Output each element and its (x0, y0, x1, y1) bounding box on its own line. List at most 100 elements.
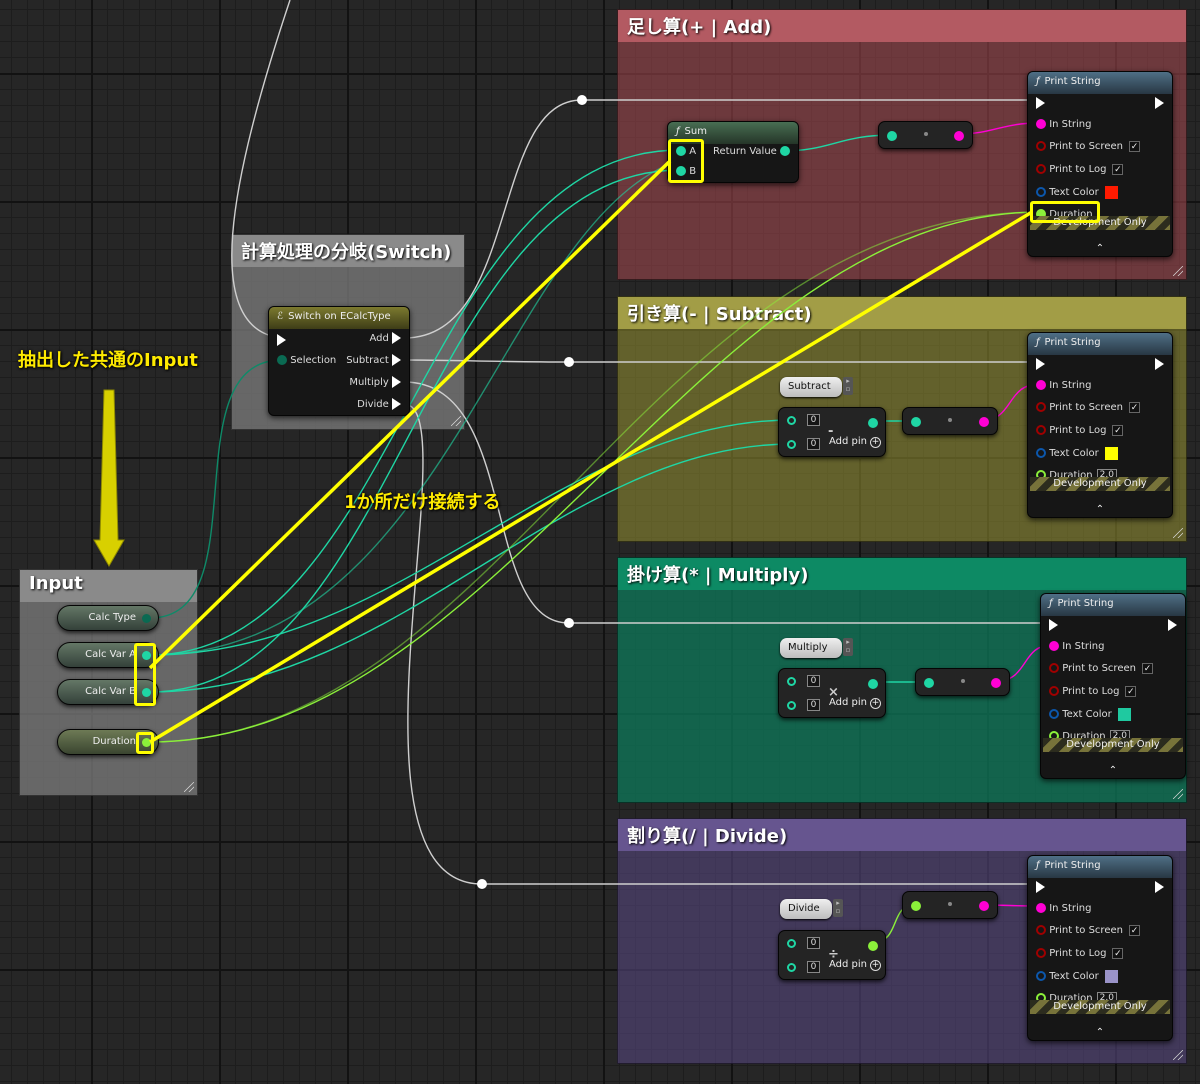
color-swatch[interactable] (1104, 446, 1118, 460)
resize-grip-icon[interactable] (1173, 789, 1183, 799)
int-pin-icon[interactable] (676, 146, 686, 156)
checkbox[interactable]: ✓ (1112, 163, 1124, 175)
exec-out-pin-icon[interactable] (1168, 619, 1177, 631)
print-to-log-row[interactable]: Print to Log✓ (1036, 946, 1124, 962)
text-color-row[interactable]: Text Color (1036, 185, 1118, 201)
int-pin-icon[interactable] (780, 146, 790, 156)
node-comment-bubble[interactable]: Subtract (780, 377, 842, 397)
exec-pin-icon[interactable] (392, 354, 401, 366)
sum-pin-a[interactable]: A (676, 144, 696, 160)
print-to-screen-row[interactable]: Print to Screen✓ (1036, 139, 1140, 155)
bool-pin-icon[interactable] (1036, 948, 1046, 958)
switch-out-divide[interactable]: Divide (357, 397, 401, 413)
resize-grip-icon[interactable] (1173, 528, 1183, 538)
switch-exec-in[interactable] (277, 333, 286, 349)
var-calc-var-a[interactable]: Calc Var A (57, 642, 159, 668)
exec-pin-icon[interactable] (392, 332, 401, 344)
print-to-screen-row[interactable]: Print to Screen✓ (1049, 661, 1153, 677)
bool-pin-icon[interactable] (1049, 663, 1059, 673)
conversion-node[interactable] (902, 891, 998, 919)
resize-grip-icon[interactable] (1173, 266, 1183, 276)
var-calc-type[interactable]: Calc Type (57, 605, 159, 631)
color-pin-icon[interactable] (1036, 448, 1046, 458)
color-swatch[interactable] (1104, 185, 1118, 199)
color-pin-icon[interactable] (1036, 971, 1046, 981)
color-pin-icon[interactable] (1049, 709, 1059, 719)
print-to-screen-row[interactable]: Print to Screen✓ (1036, 400, 1140, 416)
print-exec-in[interactable] (1036, 357, 1045, 373)
bool-pin-icon[interactable] (1036, 141, 1046, 151)
add-pin-button[interactable]: Add pin+ (829, 959, 882, 971)
value-a-input[interactable]: 0 (807, 675, 820, 687)
bubble-pin-icon[interactable]: ▸▫ (843, 638, 853, 656)
switch-out-add[interactable]: Add (369, 331, 401, 347)
print-to-screen-row[interactable]: Print to Screen✓ (1036, 923, 1140, 939)
conversion-node[interactable] (915, 668, 1010, 696)
int-pin-icon[interactable] (787, 677, 796, 686)
exec-out-pin-icon[interactable] (1155, 881, 1164, 893)
bool-pin-icon[interactable] (1036, 425, 1046, 435)
int-pin-icon[interactable] (924, 678, 934, 688)
real-pin-icon[interactable] (911, 901, 921, 911)
int-pin-icon[interactable] (868, 418, 878, 428)
advanced-footer[interactable]: Development Only⌃ (1028, 477, 1172, 517)
advanced-footer[interactable]: Development Only⌃ (1028, 216, 1172, 256)
checkbox[interactable]: ✓ (1125, 685, 1137, 697)
real-pin-icon[interactable] (868, 941, 878, 951)
string-pin-icon[interactable] (1049, 641, 1059, 651)
int-pin-icon[interactable] (911, 417, 921, 427)
text-color-row[interactable]: Text Color (1049, 707, 1131, 723)
bubble-pin-icon[interactable]: ▸▫ (843, 377, 853, 395)
int-pin-icon[interactable] (787, 963, 796, 972)
print-exec-out[interactable] (1155, 357, 1164, 373)
string-pin-icon[interactable] (979, 417, 989, 427)
multiply-node[interactable]: 0 0 × Add pin+ (778, 668, 886, 718)
string-pin-icon[interactable] (979, 901, 989, 911)
print-exec-in[interactable] (1036, 880, 1045, 896)
color-pin-icon[interactable] (1036, 187, 1046, 197)
print-to-log-row[interactable]: Print to Log✓ (1036, 423, 1124, 439)
checkbox[interactable]: ✓ (1128, 401, 1140, 413)
text-color-row[interactable]: Text Color (1036, 969, 1118, 985)
value-b-input[interactable]: 0 (807, 699, 820, 711)
checkbox[interactable]: ✓ (1128, 140, 1140, 152)
print-to-log-row[interactable]: Print to Log✓ (1036, 162, 1124, 178)
value-a-input[interactable]: 0 (807, 937, 820, 949)
enum-pin-icon[interactable] (277, 355, 287, 365)
in-string-row[interactable]: In String (1049, 639, 1105, 655)
in-string-row[interactable]: In String (1036, 901, 1092, 917)
exec-out-pin-icon[interactable] (1155, 358, 1164, 370)
text-color-row[interactable]: Text Color (1036, 446, 1118, 462)
bubble-pin-icon[interactable]: ▸▫ (833, 899, 843, 917)
exec-pin-icon[interactable] (277, 334, 286, 346)
bool-pin-icon[interactable] (1049, 686, 1059, 696)
node-comment-bubble[interactable]: Divide (780, 899, 832, 919)
chevron-up-icon[interactable]: ⌃ (1095, 1027, 1105, 1038)
advanced-footer[interactable]: Development Only⌃ (1041, 738, 1185, 778)
string-pin-icon[interactable] (991, 678, 1001, 688)
color-swatch[interactable] (1117, 707, 1131, 721)
chevron-up-icon[interactable]: ⌃ (1095, 243, 1105, 254)
in-string-row[interactable]: In String (1036, 117, 1092, 133)
switch-selection-row[interactable]: Selection (277, 353, 336, 369)
exec-pin-icon[interactable] (1036, 97, 1045, 109)
print-exec-in[interactable] (1049, 618, 1058, 634)
divide-node[interactable]: 0 0 ÷ Add pin+ (778, 930, 886, 980)
node-comment-bubble[interactable]: Multiply (780, 638, 842, 658)
resize-grip-icon[interactable] (451, 416, 461, 426)
value-b-input[interactable]: 0 (807, 961, 820, 973)
int-pin-icon[interactable] (142, 688, 151, 697)
exec-pin-icon[interactable] (1049, 619, 1058, 631)
string-pin-icon[interactable] (1036, 903, 1046, 913)
conversion-node[interactable] (878, 121, 973, 149)
checkbox[interactable]: ✓ (1141, 662, 1153, 674)
int-pin-icon[interactable] (887, 131, 897, 141)
print-exec-out[interactable] (1155, 880, 1164, 896)
real-pin-icon[interactable] (142, 738, 151, 747)
checkbox[interactable]: ✓ (1112, 947, 1124, 959)
int-pin-icon[interactable] (787, 416, 796, 425)
resize-grip-icon[interactable] (1173, 1050, 1183, 1060)
exec-out-pin-icon[interactable] (1155, 97, 1164, 109)
